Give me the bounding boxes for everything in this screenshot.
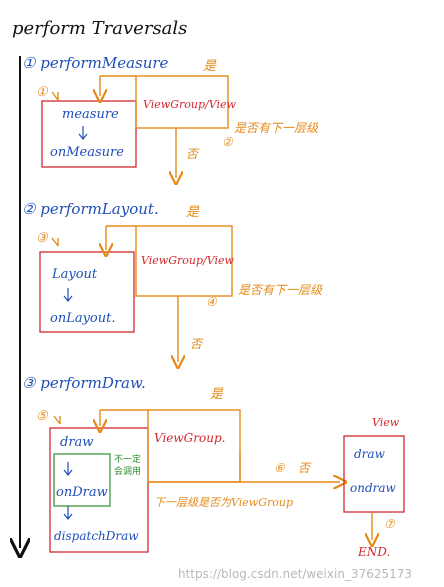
section-1-method-2: onMeasure xyxy=(50,145,124,160)
section-3-label: ③ performDraw. xyxy=(22,374,146,392)
section-2-parent-box xyxy=(135,225,233,297)
section-3-step-label: ⑥ xyxy=(274,461,286,475)
section-1-no: 否 xyxy=(186,147,200,161)
section-3-no: 否 xyxy=(298,461,312,475)
section-2-method-box xyxy=(39,251,135,333)
section-3-yes: 是 xyxy=(210,387,224,402)
section-1-label: ① performMeasure xyxy=(22,54,169,72)
section-1-step: ① xyxy=(36,85,49,100)
view-box-method-2: ondraw xyxy=(350,481,397,495)
section-1-parent-box xyxy=(135,75,229,129)
section-3-method-3: dispatchDraw xyxy=(54,529,139,543)
section-2-method-1: Layout xyxy=(51,267,98,282)
section-3-inner-arrow-1 xyxy=(63,462,73,476)
section-3-note-line-1: 不一定 xyxy=(114,453,141,465)
section-2-step-label: ④ xyxy=(206,295,218,309)
view-box-method-1: draw xyxy=(354,447,386,461)
section-2-step: ③ xyxy=(36,231,49,246)
section-2-inner-arrow xyxy=(63,288,73,302)
section-3-question: 下一层级是否为ViewGroup xyxy=(154,496,293,509)
section-1-yes: 是 xyxy=(203,59,217,74)
section-3-parent-label: ViewGroup. xyxy=(154,431,225,445)
section-1-method-box xyxy=(41,100,137,168)
section-2-no: 否 xyxy=(190,337,204,351)
section-1-inner-arrow xyxy=(78,126,88,140)
section-3-method-1: draw xyxy=(60,435,93,450)
watermark: https://blog.csdn.net/weixin_37625173 xyxy=(178,567,412,581)
section-3-optional-box xyxy=(53,453,111,507)
section-2-question: 是否有下一层级 xyxy=(238,283,323,297)
view-step-label: ⑦ xyxy=(384,517,396,531)
section-1-step-arrow xyxy=(51,91,59,101)
section-2-parent-label: ViewGroup/View xyxy=(141,254,234,267)
section-3-step-arrow xyxy=(53,415,61,425)
section-2-step-arrow xyxy=(51,237,59,247)
section-3-method-2: onDraw xyxy=(56,485,108,500)
section-1-step-label: ② xyxy=(222,135,234,149)
view-box-title: View xyxy=(372,416,400,429)
section-2-label: ② performLayout. xyxy=(22,200,159,218)
section-2-method-2: onLayout. xyxy=(50,311,115,326)
view-box xyxy=(343,435,405,513)
section-1-question: 是否有下一层级 xyxy=(234,121,319,135)
section-3-parent-box xyxy=(147,409,241,483)
section-3-step: ⑤ xyxy=(36,409,49,424)
section-3-down-line xyxy=(148,452,241,483)
section-1-parent-label: ViewGroup/View xyxy=(143,98,236,111)
section-2-yes: 是 xyxy=(186,205,200,220)
diagram-title: perform Traversals xyxy=(12,18,187,39)
section-3-inner-arrow-2 xyxy=(63,506,73,520)
section-3-note-line-2: 会调用 xyxy=(114,465,141,477)
section-1-method-1: measure xyxy=(62,107,119,122)
end-label: END. xyxy=(357,545,390,559)
